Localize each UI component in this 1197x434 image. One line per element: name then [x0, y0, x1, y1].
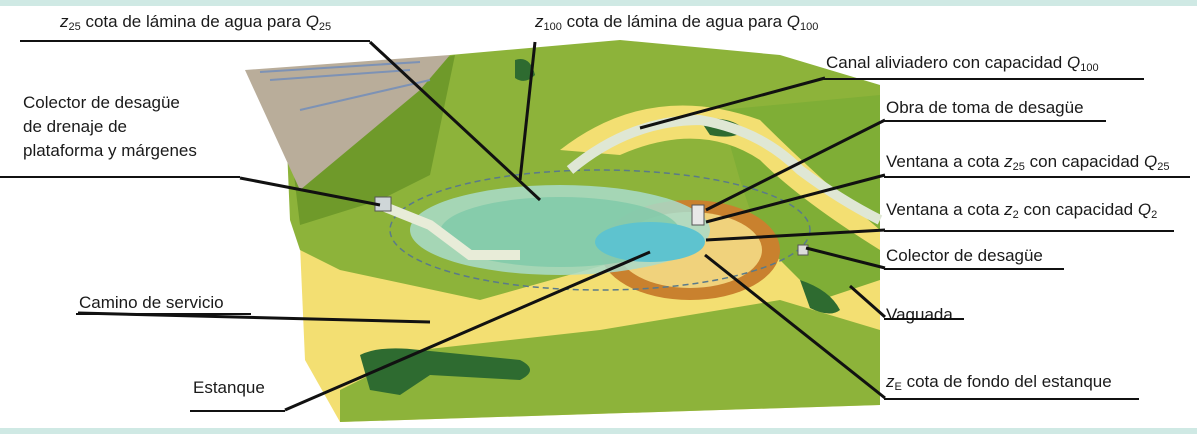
sand-band-right	[560, 105, 880, 250]
underline-z25	[20, 40, 370, 42]
label-pond: Estanque	[193, 378, 265, 397]
label-collector-line1: Colector de desagüe	[23, 93, 180, 112]
underline-intake	[884, 120, 1106, 122]
leader-swale	[849, 284, 886, 319]
dashed-boundary	[389, 169, 811, 291]
intake-box	[691, 204, 705, 226]
underline-spillway	[824, 78, 1144, 80]
label-z25-level: z25 cota de lámina de agua para Q25	[60, 12, 332, 33]
underline-pond	[190, 410, 285, 412]
label-collector-line3: plataforma y márgenes	[23, 141, 197, 160]
label-service-road: Camino de servicio	[79, 293, 224, 312]
lower-green	[340, 300, 880, 422]
label-z100-level: z100 cota de lámina de agua para Q100	[535, 12, 819, 33]
label-zE-bottom: zE cota de fondo del estanque	[886, 372, 1112, 393]
underline-service-road	[76, 313, 251, 315]
underline-drain	[884, 268, 1064, 270]
road-slab	[245, 55, 450, 190]
leader-drain	[805, 246, 886, 270]
leader-intake	[705, 118, 886, 212]
underline-collector	[0, 176, 240, 178]
collector-pipe	[378, 200, 520, 260]
pond-water	[595, 222, 705, 262]
dark-green-patch-2	[800, 280, 840, 314]
label-swale: Vaguada	[886, 305, 953, 324]
spillway-channel	[566, 114, 883, 225]
underline-swale	[884, 318, 964, 320]
label-intake: Obra de toma de desagüe	[886, 98, 1084, 117]
leader-pond	[284, 250, 651, 412]
leader-window-z2	[705, 228, 886, 242]
label-drain-collector: Colector de desagüe	[886, 246, 1043, 265]
leader-window-z25	[705, 173, 886, 224]
underline-window-z25	[884, 176, 1190, 178]
leader-z25	[368, 40, 542, 202]
label-spillway: Canal aliviadero con capacidad Q100	[826, 53, 1099, 74]
label-collector-line2: de drenaje de	[23, 117, 127, 136]
drain-box	[797, 244, 809, 256]
underline-window-z2	[884, 230, 1174, 232]
leader-lines	[77, 40, 886, 412]
label-window-z25: Ventana a cota z25 con capacidad Q25	[886, 152, 1170, 173]
label-window-z2: Ventana a cota z2 con capacidad Q2	[886, 200, 1158, 221]
leader-spillway	[639, 76, 826, 130]
underline-zE	[884, 398, 1139, 400]
leader-zE	[704, 253, 886, 400]
leader-collector	[239, 176, 381, 207]
leader-z100	[518, 41, 537, 181]
